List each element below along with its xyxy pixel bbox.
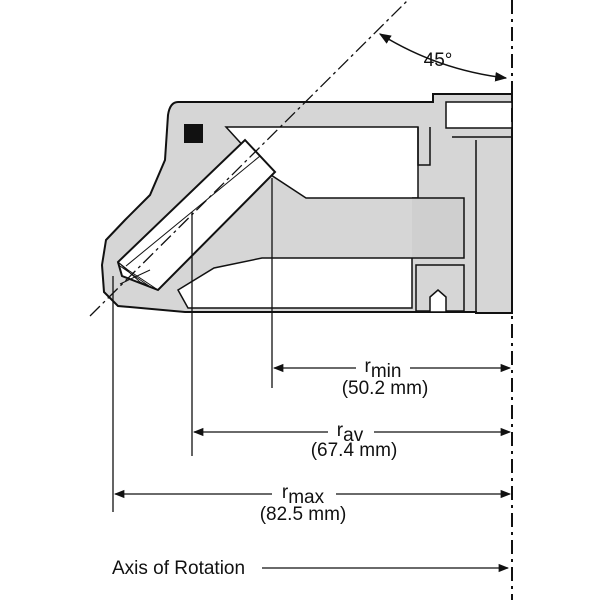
rmin-symbol: r	[365, 356, 372, 377]
tube-tip-line-b	[119, 269, 151, 285]
rmin-subscript: min	[371, 361, 402, 382]
rmax-label: rmax	[282, 482, 325, 508]
axis-label-group: Axis of Rotation	[112, 558, 510, 579]
rav-symbol: r	[337, 420, 344, 441]
tube-inner-line	[125, 155, 261, 267]
tube-slot	[116, 138, 277, 292]
rav-dimension: rav (67.4 mm)	[192, 420, 512, 461]
tube	[116, 138, 277, 292]
angle-arc	[378, 33, 508, 82]
axis-of-rotation-label: Axis of Rotation	[112, 558, 245, 579]
hub-nut	[429, 289, 447, 313]
rotor-black-marker	[184, 124, 203, 143]
angle-label: 45°	[424, 50, 453, 71]
rmin-label: rmin	[365, 356, 402, 382]
rmax-symbol: r	[282, 482, 289, 503]
rmin-dimension: rmin (50.2 mm)	[272, 356, 512, 399]
rmax-value: (82.5 mm)	[260, 504, 347, 525]
rotor-body	[100, 93, 513, 314]
tube-tip	[117, 261, 159, 291]
rotor-hub-top-plate	[445, 101, 513, 129]
rmax-subscript: max	[288, 487, 324, 508]
rotor-hub-outline	[412, 197, 465, 259]
rotor-hub-inner	[417, 127, 431, 166]
rotor-lower-cavity	[176, 257, 413, 309]
rav-subscript: av	[343, 425, 364, 446]
rmin-value: (50.2 mm)	[342, 378, 429, 399]
rmax-dimension: rmax (82.5 mm)	[113, 482, 512, 525]
rav-label: rav	[337, 420, 364, 446]
rav-value: (67.4 mm)	[311, 440, 398, 461]
